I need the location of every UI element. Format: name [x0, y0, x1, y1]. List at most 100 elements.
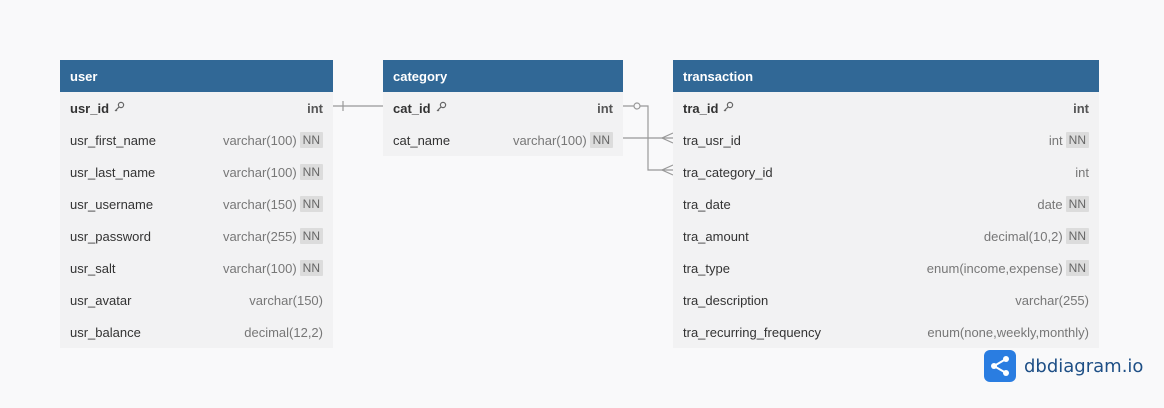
field-name: cat_id: [393, 101, 447, 116]
field-name-text: usr_last_name: [70, 164, 156, 180]
field-row[interactable]: tra_type enum(income,expense)NN: [673, 252, 1099, 284]
field-type: enum(income,expense): [926, 260, 1063, 276]
field-type: int: [1073, 100, 1089, 116]
field-type: int: [307, 100, 323, 116]
field-type: varchar(150): [249, 292, 323, 308]
field-type-group: int: [1075, 165, 1089, 180]
field-name-text: tra_amount: [683, 228, 749, 244]
dbdiagram-logo[interactable]: dbdiagram.io: [984, 350, 1143, 382]
table-header[interactable]: category: [383, 60, 623, 92]
field-row[interactable]: tra_description varchar(255): [673, 284, 1099, 316]
field-name: tra_id: [683, 101, 734, 116]
field-type: int: [1075, 164, 1089, 180]
field-name: usr_avatar: [70, 293, 131, 308]
field-row[interactable]: tra_recurring_frequency enum(none,weekly,…: [673, 316, 1099, 348]
field-row[interactable]: usr_id int: [60, 92, 333, 124]
field-row[interactable]: usr_balance decimal(12,2): [60, 316, 333, 348]
field-name-text: tra_date: [683, 196, 731, 212]
field-type-group: varchar(255): [1015, 293, 1089, 308]
field-name: tra_amount: [683, 229, 749, 244]
not-null-badge: NN: [1065, 196, 1089, 212]
field-name: tra_category_id: [683, 165, 773, 180]
field-row[interactable]: usr_salt varchar(100)NN: [60, 252, 333, 284]
field-type-group: enum(none,weekly,monthly): [927, 325, 1089, 340]
field-row[interactable]: usr_avatar varchar(150): [60, 284, 333, 316]
field-row[interactable]: usr_username varchar(150)NN: [60, 188, 333, 220]
not-null-badge: NN: [589, 132, 613, 148]
field-name-text: tra_recurring_frequency: [683, 324, 822, 340]
field-type-group: varchar(150): [249, 293, 323, 308]
field-row[interactable]: cat_id int: [383, 92, 623, 124]
key-icon: [722, 101, 734, 116]
field-type: int: [1048, 132, 1063, 148]
field-name-text: cat_name: [393, 132, 451, 148]
not-null-badge: NN: [1065, 132, 1089, 148]
field-type-group: varchar(100)NN: [223, 132, 323, 148]
field-row[interactable]: tra_category_id int: [673, 156, 1099, 188]
field-name-text: usr_first_name: [70, 132, 156, 148]
field-name: usr_balance: [70, 325, 141, 340]
field-name: tra_description: [683, 293, 768, 308]
field-name-text: usr_salt: [70, 260, 116, 276]
field-name: tra_date: [683, 197, 731, 212]
field-type: varchar(100): [512, 132, 587, 148]
field-type-group: varchar(100)NN: [223, 260, 323, 276]
field-name-text: tra_usr_id: [683, 132, 741, 148]
field-type: varchar(100): [222, 164, 297, 180]
not-null-badge: NN: [299, 132, 323, 148]
field-type: enum(none,weekly,monthly): [927, 324, 1089, 340]
field-type-group: int: [307, 101, 323, 116]
rel-zero-circle: [633, 102, 641, 110]
field-name: tra_type: [683, 261, 730, 276]
brand-name: dbdiagram.io: [1024, 355, 1144, 377]
field-name: cat_name: [393, 133, 450, 148]
field-name-text: tra_category_id: [683, 164, 773, 180]
field-name: usr_id: [70, 101, 125, 116]
field-name-text: usr_id: [70, 100, 110, 116]
share-icon: [984, 350, 1016, 382]
rel-crowfoot-category: [660, 164, 674, 176]
key-icon: [435, 101, 447, 116]
field-type-group: varchar(100)NN: [513, 132, 613, 148]
table-header[interactable]: transaction: [673, 60, 1099, 92]
field-name-text: tra_description: [683, 292, 769, 308]
table-category[interactable]: category cat_id int cat_name varchar(100)NN: [383, 60, 623, 156]
not-null-badge: NN: [299, 228, 323, 244]
field-name: tra_recurring_frequency: [683, 325, 821, 340]
field-type-group: enum(income,expense)NN: [927, 260, 1089, 276]
field-name: usr_first_name: [70, 133, 156, 148]
field-type: varchar(255): [1015, 292, 1089, 308]
field-name: usr_password: [70, 229, 151, 244]
field-row[interactable]: usr_first_name varchar(100)NN: [60, 124, 333, 156]
field-type: decimal(12,2): [244, 324, 323, 340]
field-name: usr_last_name: [70, 165, 155, 180]
field-row[interactable]: tra_id int: [673, 92, 1099, 124]
field-row[interactable]: usr_password varchar(255)NN: [60, 220, 333, 252]
field-type-group: int: [597, 101, 613, 116]
not-null-badge: NN: [1065, 260, 1089, 276]
field-row[interactable]: cat_name varchar(100)NN: [383, 124, 623, 156]
field-type: varchar(255): [222, 228, 297, 244]
not-null-badge: NN: [299, 260, 323, 276]
field-name-text: usr_balance: [70, 324, 141, 340]
table-user[interactable]: user usr_id int usr_first_name varchar(100)…: [60, 60, 333, 348]
rel-crowfoot-user: [660, 132, 674, 144]
field-name-text: tra_type: [683, 260, 730, 276]
field-type: varchar(100): [222, 132, 297, 148]
field-name: tra_usr_id: [683, 133, 741, 148]
field-type-group: decimal(12,2): [244, 325, 323, 340]
field-type: varchar(100): [222, 260, 297, 276]
field-type-group: varchar(150)NN: [223, 196, 323, 212]
field-name-text: usr_username: [70, 196, 154, 212]
field-name-text: tra_id: [683, 100, 719, 116]
field-name-text: usr_avatar: [70, 292, 132, 308]
table-header[interactable]: user: [60, 60, 333, 92]
field-type: decimal(10,2): [983, 228, 1063, 244]
